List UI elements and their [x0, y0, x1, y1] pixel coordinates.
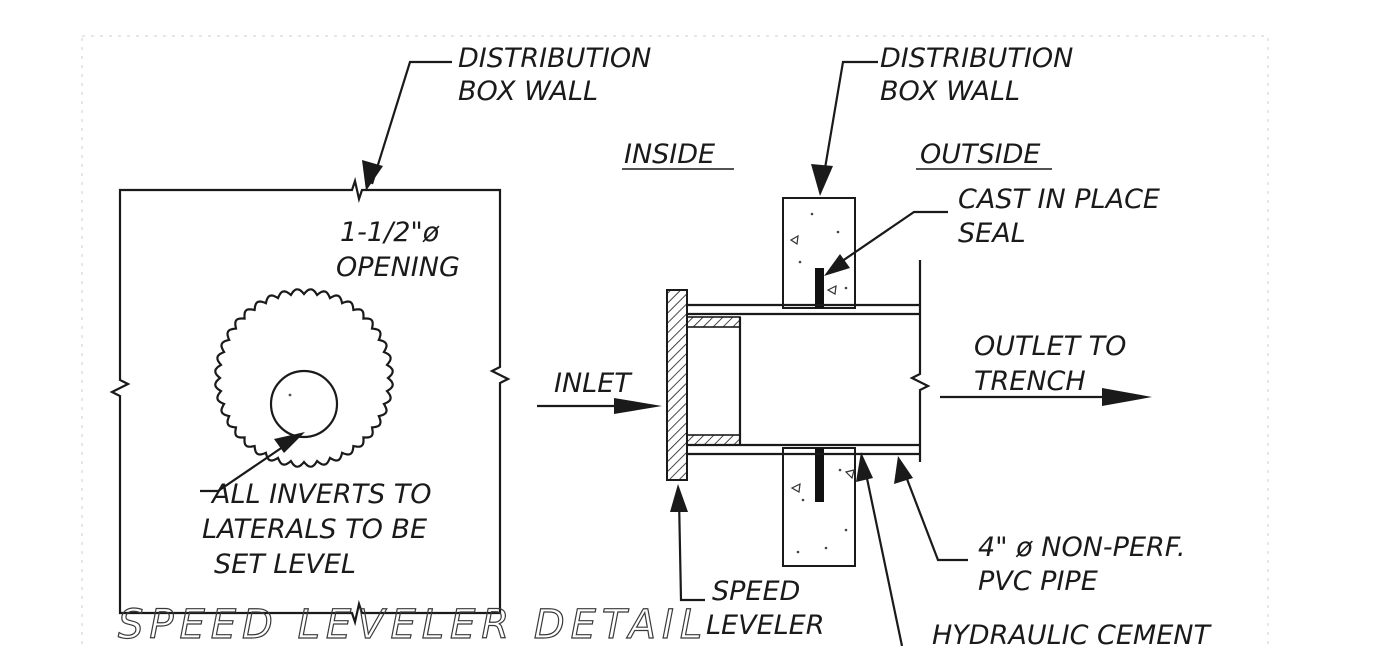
svg-text:OUTSIDE: OUTSIDE [920, 139, 1040, 170]
arrowhead-dist-wall-left [362, 160, 383, 191]
svg-text:TRENCH: TRENCH [974, 366, 1086, 397]
label-inside: INSIDE [622, 139, 734, 170]
svg-text:INLET: INLET [554, 368, 633, 399]
leader-pvc-pipe [900, 465, 968, 562]
leader-dist-wall-left [370, 60, 452, 185]
right-section-view [537, 60, 1152, 646]
svg-text:ALL INVERTS TO: ALL INVERTS TO [210, 479, 432, 510]
label-hydraulic-cement: HYDRAULIC CEMENT [932, 620, 1212, 646]
svg-text:CAST IN PLACE: CAST IN PLACE [958, 184, 1160, 215]
label-outlet: OUTLET TO TRENCH [974, 331, 1126, 397]
svg-text:SET LEVEL: SET LEVEL [214, 549, 356, 580]
leader-speed-leveler [677, 497, 705, 602]
svg-text:HYDRAULIC CEMENT: HYDRAULIC CEMENT [932, 620, 1212, 646]
svg-text:PVC PIPE: PVC PIPE [978, 566, 1098, 597]
label-dist-wall-right: DISTRIBUTION BOX WALL [880, 43, 1073, 107]
arrowhead-speed-leveler [670, 484, 688, 512]
svg-text:DISTRIBUTION: DISTRIBUTION [880, 43, 1073, 74]
seal-lower [815, 448, 824, 502]
label-speed-leveler: SPEED LEVELER [706, 576, 825, 641]
svg-text:BOX WALL: BOX WALL [880, 76, 1020, 107]
svg-text:LEVELER: LEVELER [706, 610, 825, 641]
serrated-opening [214, 288, 394, 468]
drawing-title: SPEED LEVELER DETAIL [118, 602, 708, 646]
leveler-sleeve-top [686, 316, 741, 328]
label-outside: OUTSIDE [916, 139, 1052, 170]
leader-dist-wall-right [820, 60, 878, 187]
concrete-aggregate [789, 212, 855, 554]
label-seal: CAST IN PLACE SEAL [958, 184, 1160, 249]
svg-text:DISTRIBUTION: DISTRIBUTION [458, 43, 651, 74]
outlet-arrowhead [1102, 388, 1152, 406]
svg-text:LATERALS TO BE: LATERALS TO BE [202, 514, 427, 545]
label-pvc-pipe: 4" ø NON-PERF. PVC PIPE [978, 532, 1185, 597]
seal-upper [815, 268, 824, 308]
svg-text:BOX WALL: BOX WALL [458, 76, 598, 107]
arrowhead-dist-wall-right [811, 164, 833, 196]
leader-seal [831, 210, 948, 269]
svg-text:SPEED: SPEED [712, 576, 800, 607]
svg-text:INSIDE: INSIDE [624, 139, 715, 170]
left-face-view [109, 60, 511, 627]
leveler-sleeve-bottom [686, 434, 741, 446]
arrowhead-inverts [274, 432, 305, 453]
label-inlet: INLET [554, 368, 633, 399]
pipe-opening-circle [269, 369, 339, 439]
arrowhead-seal [824, 254, 850, 276]
leader-hydraulic-cement [862, 463, 904, 646]
svg-text:4" ø NON-PERF.: 4" ø NON-PERF. [978, 532, 1185, 563]
concrete-wall-lower [782, 447, 856, 567]
svg-text:OUTLET TO: OUTLET TO [974, 331, 1126, 362]
arrowhead-pvc-pipe [894, 456, 913, 484]
speed-leveler-flange [666, 289, 688, 481]
label-inverts: ALL INVERTS TO LATERALS TO BE SET LEVEL [202, 479, 432, 580]
leader-inverts [200, 437, 297, 493]
label-opening: 1-1/2"ø OPENING [336, 217, 460, 283]
box-wall-outline [109, 176, 511, 627]
label-dist-wall-left: DISTRIBUTION BOX WALL [458, 43, 651, 107]
svg-text:OPENING: OPENING [336, 252, 460, 283]
arrowhead-hydraulic-cement [856, 452, 873, 482]
svg-text:1-1/2"ø: 1-1/2"ø [340, 217, 440, 248]
inlet-arrowhead [614, 398, 662, 414]
svg-text:SEAL: SEAL [958, 218, 1026, 249]
pipe-break-line [909, 260, 931, 462]
